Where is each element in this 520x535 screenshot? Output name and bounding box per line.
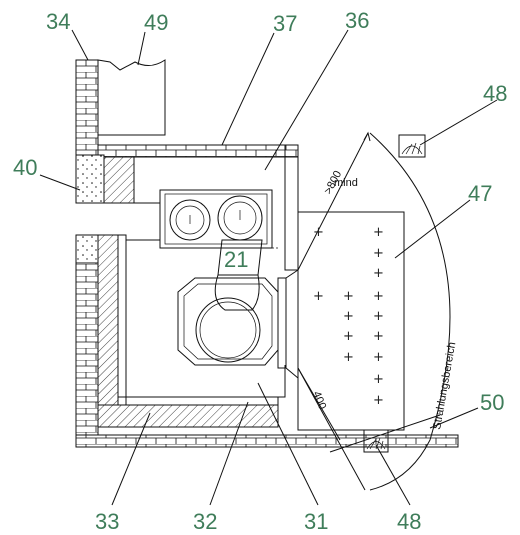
callout-48-top: 48 — [483, 81, 507, 106]
inner-chamber — [125, 240, 286, 398]
svg-text:+: + — [373, 350, 384, 365]
callout-36: 36 — [345, 8, 369, 33]
svg-text:+: + — [373, 225, 384, 240]
svg-text:+: + — [373, 372, 384, 387]
svg-text:+: + — [343, 309, 354, 324]
chimney-wall — [75, 59, 99, 156]
callout-32: 32 — [193, 509, 217, 534]
dimension-400: 400 — [310, 390, 328, 412]
svg-text:+: + — [373, 266, 384, 281]
svg-text:+: + — [313, 225, 324, 240]
radiation-area-label: Strahlungsbereich — [431, 341, 458, 430]
reflective-layer-bottom — [117, 396, 279, 406]
radiation-markers: + + + + + + + + + + + + + + + — [313, 225, 384, 408]
side-wall-dots — [75, 234, 99, 264]
side-wall — [75, 234, 99, 436]
svg-text:+: + — [343, 350, 354, 365]
callout-21: 21 — [224, 247, 248, 272]
flue-duct — [97, 59, 166, 136]
top-wall — [97, 144, 299, 158]
air-vent-left — [169, 199, 211, 241]
svg-text:+: + — [373, 309, 384, 324]
stove-body — [177, 277, 279, 366]
insulation-left — [97, 234, 119, 416]
callout-40: 40 — [13, 155, 37, 180]
leader-lines — [39, 29, 498, 506]
svg-text:+: + — [373, 393, 384, 408]
floor — [75, 434, 459, 448]
svg-text:+: + — [373, 289, 384, 304]
callout-49: 49 — [144, 10, 168, 35]
svg-text:+: + — [343, 289, 354, 304]
svg-text:+: + — [313, 289, 324, 304]
radiation-arc — [369, 132, 451, 491]
callout-48-bottom: 48 — [397, 509, 421, 534]
callout-33: 33 — [95, 509, 119, 534]
dimension-mind: mind — [334, 177, 358, 189]
air-inlet-duct — [75, 154, 105, 204]
stove-firebox — [195, 297, 261, 363]
insulation-bottom — [97, 404, 279, 428]
temperature-sensor-bottom — [363, 429, 389, 453]
callout-37: 37 — [273, 11, 297, 36]
convection-box — [159, 189, 273, 249]
callout-50: 50 — [480, 390, 504, 415]
reflective-layer-left — [117, 234, 127, 406]
radiation-zone — [297, 211, 405, 431]
svg-text:+: + — [343, 329, 354, 344]
callout-34: 34 — [46, 9, 70, 34]
callout-47: 47 — [468, 181, 492, 206]
callout-31: 31 — [304, 509, 328, 534]
svg-text:+: + — [373, 246, 384, 261]
inlet-insulation — [103, 156, 135, 204]
svg-text:+: + — [373, 329, 384, 344]
cladding-right — [284, 144, 299, 271]
temperature-sensor-top — [398, 134, 426, 158]
